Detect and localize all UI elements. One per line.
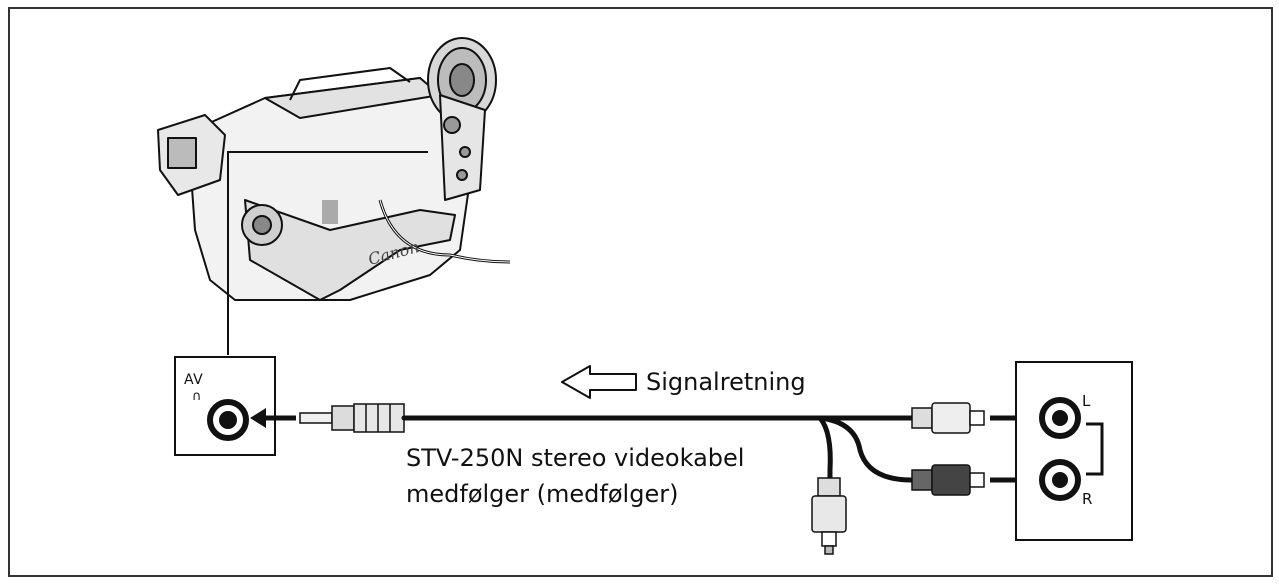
- audio-input-box: [1015, 361, 1133, 541]
- av-label-text: AV: [184, 372, 204, 388]
- cable-note-label: medfølger (medfølger): [406, 480, 679, 508]
- av-cable: [401, 415, 915, 483]
- outer-frame: [8, 7, 1273, 577]
- right-channel-label: R: [1082, 490, 1093, 508]
- camcorder-illustration: [157, 37, 511, 301]
- jack-leader-line: [227, 151, 428, 355]
- av-insert-arrow: [250, 408, 296, 428]
- signal-direction-label: Signalretning: [646, 368, 806, 396]
- signal-direction-arrow: [561, 365, 637, 399]
- left-channel-label: L: [1082, 392, 1091, 410]
- minijack-plug: [299, 403, 405, 433]
- av-jack-label: AV ∩: [184, 372, 203, 404]
- av-jack-box: [174, 356, 276, 456]
- cable-name-label: STV-250N stereo videokabel: [406, 444, 745, 472]
- video-rca-plug: [811, 477, 847, 555]
- right-rca-plug: [911, 464, 985, 496]
- headphone-icon: ∩: [192, 389, 203, 404]
- left-rca-plug: [911, 402, 985, 434]
